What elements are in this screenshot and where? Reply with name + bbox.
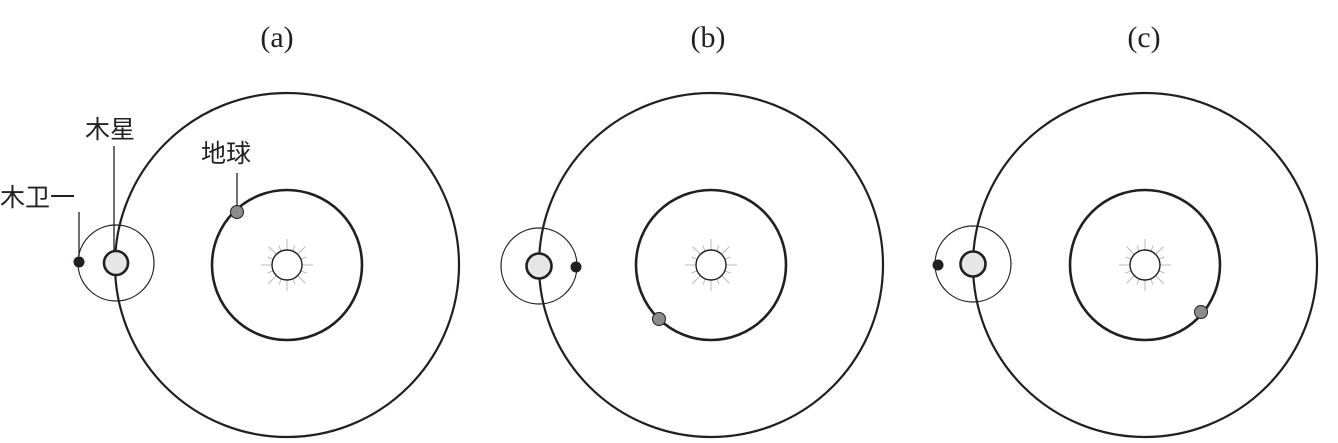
jupiter <box>959 250 987 278</box>
panel-a: (a) 木星 木卫一 地球 <box>0 21 461 439</box>
earth <box>652 312 666 326</box>
panel-label-b: (b) <box>691 21 726 54</box>
sun-ray <box>720 246 730 256</box>
sun <box>271 249 303 281</box>
sun-ray <box>296 274 306 284</box>
panel-label-c: (c) <box>1127 21 1160 54</box>
sun-ray <box>1126 274 1136 284</box>
sun <box>695 249 727 281</box>
earth-callout: 地球 <box>201 139 251 168</box>
sun-ray <box>1154 274 1164 284</box>
earth-orbit <box>634 188 788 342</box>
io-moon <box>570 261 582 273</box>
earth-orbit <box>210 188 364 342</box>
panel-b: (b) <box>500 21 885 439</box>
panel-c: (c) <box>932 21 1319 439</box>
io-moon <box>932 259 944 271</box>
sun-ray <box>1126 246 1136 256</box>
jupiter <box>102 249 130 277</box>
sun-ray <box>296 246 306 256</box>
jupiter-callout: 木星 <box>85 115 135 144</box>
sun-ray <box>1154 246 1164 256</box>
earth-orbit <box>1068 188 1222 342</box>
panel-label-a: (a) <box>260 21 293 54</box>
sun-ray <box>692 246 702 256</box>
io-callout: 木卫一 <box>0 183 75 212</box>
sun <box>1129 249 1161 281</box>
jupiter <box>525 252 553 280</box>
io-moon <box>73 256 85 268</box>
sun-ray <box>720 274 730 284</box>
sun-ray <box>692 274 702 284</box>
earth <box>230 205 244 219</box>
sun-ray <box>268 246 278 256</box>
sun-ray <box>268 274 278 284</box>
earth <box>1194 305 1208 319</box>
